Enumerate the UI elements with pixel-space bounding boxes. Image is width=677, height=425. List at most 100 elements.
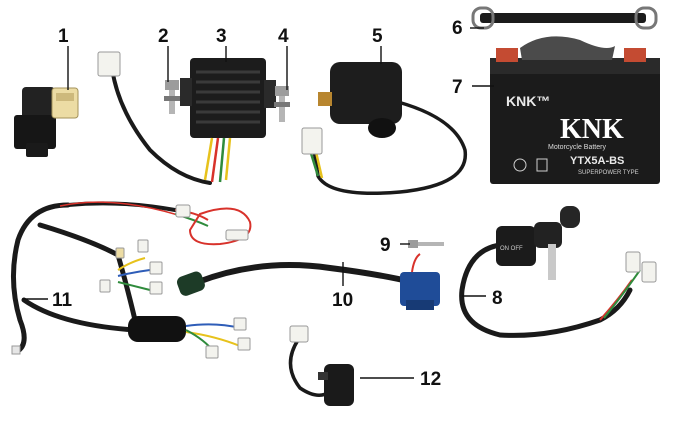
callout-8: 8 — [492, 288, 503, 309]
sensor-connector — [289, 325, 309, 343]
callout-7: 7 — [452, 77, 463, 98]
harness-connector-top — [175, 204, 191, 218]
battery-brand-top: KNK™ — [506, 93, 550, 109]
harness-connector-e — [115, 247, 125, 259]
cdi-connector-slot — [56, 93, 74, 101]
callout-numbers: 1 2 3 4 5 6 7 8 9 10 11 12 — [52, 18, 503, 390]
relay-lead-wire — [312, 100, 467, 196]
regulator-wire-yellow — [203, 137, 214, 181]
part-regulator — [97, 51, 276, 185]
harness-left-loop — [11, 202, 71, 355]
callout-10: 10 — [332, 290, 353, 311]
callout-3: 3 — [216, 26, 227, 47]
bolt-2-head — [165, 80, 179, 90]
harness-connector-h — [205, 345, 219, 359]
relay-terminal — [318, 92, 332, 106]
bolt-2-shank — [169, 90, 175, 114]
battery-lid — [490, 58, 660, 74]
part-ignition-switch: ON OFF — [459, 206, 657, 338]
battery-bin-icon — [536, 158, 548, 172]
bolt-4-head — [275, 86, 289, 96]
cdi-connector — [51, 87, 79, 119]
part-starter-relay — [301, 62, 467, 196]
switch-wire-red — [599, 279, 633, 321]
regulator-mount-right — [264, 80, 276, 108]
harness-wire-red — [59, 201, 179, 216]
part-sensor — [288, 325, 354, 406]
cdi-body — [22, 87, 55, 119]
harness-wire-yellow — [117, 257, 146, 271]
battery-type-line: SUPERPOWER TYPE — [578, 170, 639, 176]
battery-terminal-positive — [624, 48, 646, 62]
bolt-2-washer — [164, 96, 180, 101]
regulator-connector — [97, 51, 121, 77]
callout-4: 4 — [278, 26, 289, 47]
battery-recycle-icon — [513, 158, 527, 172]
switch-label: ON OFF — [500, 246, 523, 252]
regulator-fins — [196, 70, 260, 124]
switch-connector-b — [641, 261, 657, 283]
regulator-body — [190, 58, 266, 138]
relay-wire-yellow — [314, 151, 324, 179]
regulator-lead-wire — [110, 66, 212, 185]
harness-wire-blue — [117, 269, 151, 277]
harness-connector-d — [99, 279, 111, 293]
part-bolt-4 — [274, 86, 290, 122]
harness-top-run — [66, 201, 177, 212]
battery-body — [490, 58, 660, 184]
harness-lower-run — [21, 297, 138, 333]
part-cdi-unit — [14, 87, 79, 157]
key-fob — [560, 206, 580, 228]
harness-junction-sleeve — [128, 316, 186, 342]
callout-5: 5 — [372, 26, 383, 47]
battery-model: YTX5A-BS — [570, 155, 624, 167]
cdi-base — [26, 143, 48, 157]
part-ignition-coil — [176, 253, 440, 310]
coil-body — [400, 272, 440, 306]
battery-acid-bag — [520, 36, 615, 60]
key-head — [534, 222, 562, 248]
battery-terminal-negative — [496, 48, 518, 62]
switch-lead-wire — [459, 242, 633, 338]
coil-base — [406, 300, 434, 310]
harness-red-terminal — [225, 229, 249, 241]
part-screw-9 — [408, 240, 444, 248]
harness-connector-a — [137, 239, 149, 253]
strap-ring-right — [634, 6, 658, 30]
strap-band — [480, 13, 646, 23]
part-battery: KNK™ KNK Motorcycle Battery YTX5A-BS SUP… — [490, 36, 660, 184]
coil-hv-lead — [195, 262, 415, 285]
sensor-mount — [318, 372, 328, 380]
battery-subtitle: Motorcycle Battery — [548, 144, 606, 151]
harness-wire-green-2 — [117, 281, 151, 291]
coil-wire-red — [411, 253, 421, 273]
regulator-mount-left — [180, 78, 192, 106]
key-blade — [548, 244, 556, 280]
callout-11: 11 — [52, 290, 73, 311]
switch-wire-green — [603, 269, 641, 319]
relay-body — [330, 62, 402, 124]
cdi-lower-body — [14, 115, 56, 149]
relay-boot — [368, 118, 396, 138]
switch-body — [496, 226, 536, 266]
harness-out-blue — [185, 323, 241, 329]
harness-connector-c — [149, 281, 163, 295]
battery-brand-logo: KNK — [560, 114, 624, 145]
regulator-wire-yellow-2 — [224, 137, 232, 181]
screw-9-head — [408, 240, 418, 248]
part-bolt-2 — [164, 80, 180, 114]
harness-connector-b — [149, 261, 163, 275]
callout-9: 9 — [380, 235, 391, 256]
part-battery-strap — [471, 6, 658, 30]
harness-connector-f — [233, 317, 247, 331]
switch-connector-a — [625, 251, 641, 273]
part-wiring-harness — [11, 201, 252, 359]
regulator-wire-red — [210, 137, 220, 183]
sensor-body — [324, 364, 354, 406]
bolt-4-shank — [279, 96, 285, 122]
bolt-4-washer — [274, 102, 290, 107]
screw-9-shank — [418, 242, 444, 246]
harness-connector-g — [237, 337, 251, 351]
